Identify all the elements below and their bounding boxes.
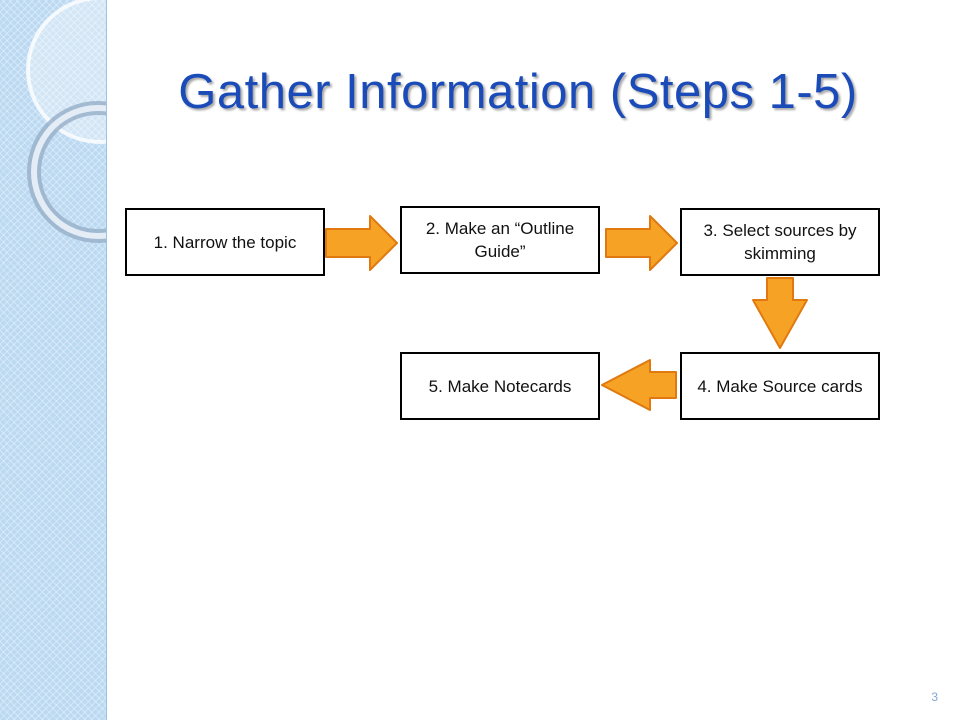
step-box-3: 3. Select sources by skimming	[680, 208, 880, 276]
arrow-right-2-to-3	[605, 215, 678, 271]
step-label-4: 4. Make Source cards	[697, 376, 863, 396]
arrow-right-1-to-2	[325, 215, 398, 271]
arrow-left-4-to-5	[601, 359, 677, 411]
step-box-5: 5. Make Notecards	[400, 352, 600, 420]
arrow-down-3-to-4	[752, 277, 808, 349]
step-label-3: 3. Select sources by skimming	[703, 221, 857, 263]
decorative-sidebar	[0, 0, 107, 720]
step-box-1: 1. Narrow the topic	[125, 208, 325, 276]
step-box-4: 4. Make Source cards	[680, 352, 880, 420]
step-label-1: 1. Narrow the topic	[153, 232, 297, 252]
step-box-2: 2. Make an “Outline Guide”	[400, 206, 600, 274]
step-label-2: 2. Make an “Outline Guide”	[425, 219, 575, 261]
slide-number: 3	[931, 690, 938, 704]
slide-title: Gather Information (Steps 1-5)	[178, 65, 858, 119]
step-label-5: 5. Make Notecards	[428, 376, 572, 396]
sidebar-circles-decoration	[26, 0, 106, 243]
